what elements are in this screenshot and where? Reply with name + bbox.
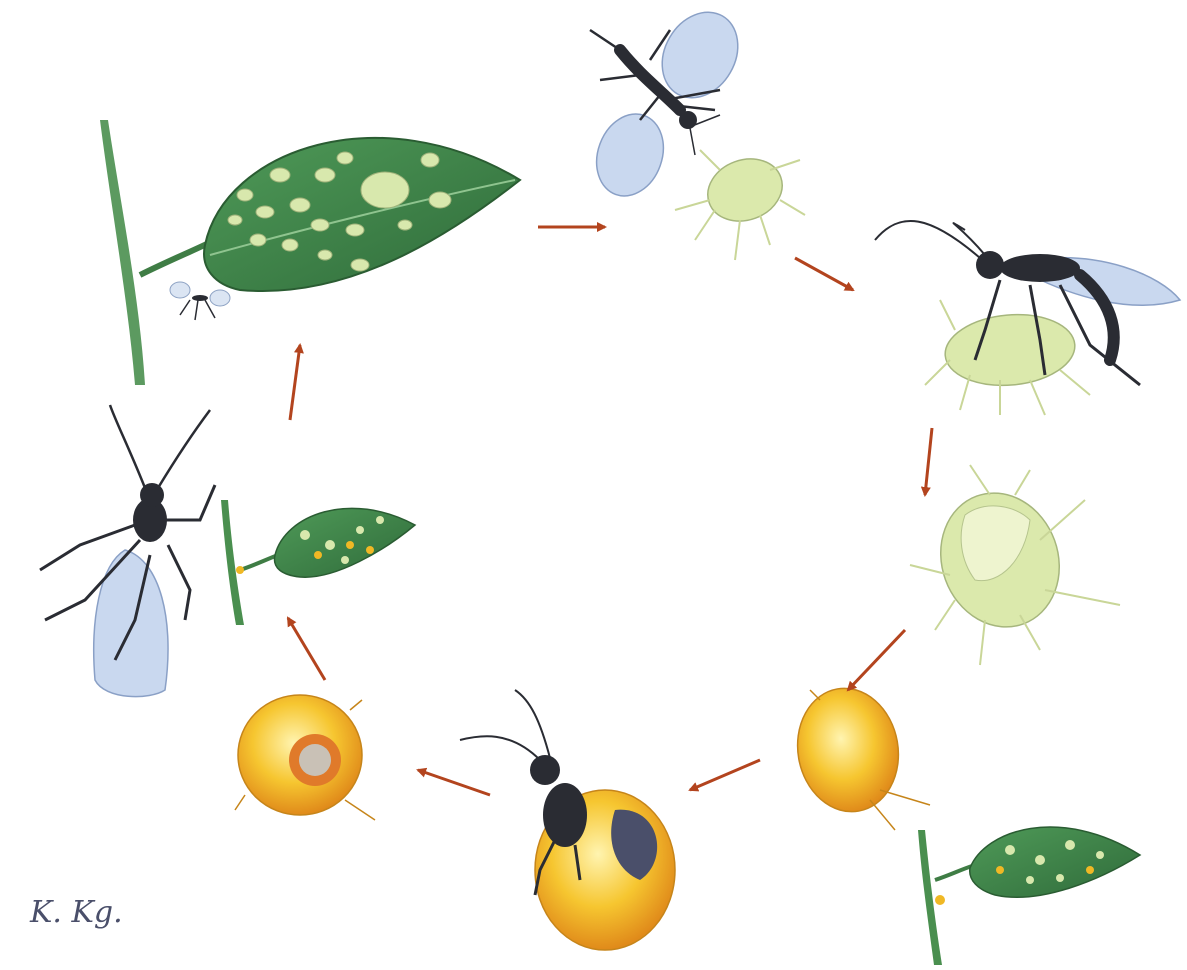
artist-signature: K. Kg. xyxy=(30,895,123,930)
wasp-icon xyxy=(40,405,215,697)
wasp-approaching-aphid xyxy=(586,0,805,260)
small-leaf-with-mummies xyxy=(918,827,1140,965)
leaf-icon xyxy=(274,508,415,577)
aphid-icon xyxy=(925,300,1090,415)
mummy-with-exit-hole xyxy=(235,695,375,820)
leaf-with-mummies xyxy=(221,500,415,625)
arrow-6 xyxy=(418,770,490,795)
adult-wasp xyxy=(40,405,215,697)
leaf-icon xyxy=(970,827,1140,897)
parasitized-aphid xyxy=(910,465,1120,665)
adult-emerging-from-mummy xyxy=(460,690,675,950)
arrow-5 xyxy=(690,760,760,790)
twig-icon xyxy=(221,500,244,625)
mummy-icon xyxy=(788,680,908,819)
aphid-icon xyxy=(675,149,805,260)
aphid-mummy xyxy=(788,680,930,830)
wasp-ovipositing-in-aphid xyxy=(875,221,1180,415)
twig-icon xyxy=(100,120,145,385)
arrow-8 xyxy=(290,345,300,420)
arrow-2 xyxy=(795,258,853,290)
arrow-3 xyxy=(925,428,932,495)
small-wasp-icon xyxy=(170,282,230,320)
leaf-with-aphid-colony xyxy=(100,120,520,385)
arrow-4 xyxy=(848,630,905,690)
arrow-7 xyxy=(288,618,325,680)
aphid-icon xyxy=(910,465,1120,665)
